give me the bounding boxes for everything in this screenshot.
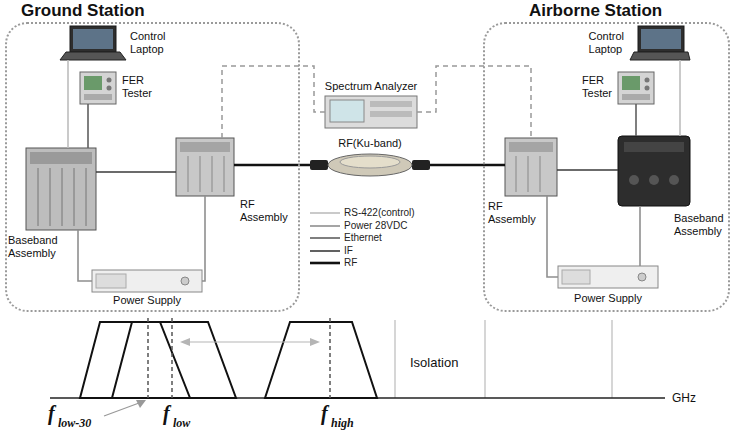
frequency-subscript: low-30 [58,416,91,430]
legend-text: RS-422(control) [344,207,415,219]
cable-line [679,60,681,136]
device-label: Spectrum Analyzer [325,80,417,93]
legend-line-sample [310,245,340,257]
legend-line [310,212,340,214]
rf-monitor-line [222,66,325,138]
baseband-assembly: Baseband Assembly [26,148,96,230]
rf-cable-picture [310,154,430,176]
device-label: FER Tester [122,74,152,99]
legend-line-sample [310,257,340,269]
cable-line [87,104,89,148]
rf-cable: RF(Ku-band) [310,152,430,178]
cable-line [635,104,637,136]
legend-row: Power 28VDC [310,220,450,232]
device-label: Control Laptop [589,30,624,55]
cable-line [547,196,558,277]
device-label: Control Laptop [130,30,165,55]
station-title: Airborne Station [529,1,662,21]
power-supply-picture [558,266,658,288]
legend-line-sample [310,232,340,244]
baseband-picture [618,136,690,206]
rf-assembly: RF Assembly [176,138,234,196]
control-laptop: Control Laptop [630,26,690,60]
frequency-symbol: f [163,402,170,424]
laptop-picture [630,26,690,60]
rf-assembly-picture [176,138,234,196]
cable-line [67,60,69,148]
fer-tester-picture [618,72,654,104]
legend-text: RF [344,257,357,269]
legend-line [310,225,340,227]
fer-tester: FER Tester [618,72,654,104]
device-label: Baseband Assembly [674,212,724,237]
region-label: Isolation [410,355,458,371]
power-supply: Power Supply [92,270,202,292]
legend-text: Power 28VDC [344,220,407,232]
fer-tester-picture [80,72,116,104]
spectrum-plot [50,318,665,416]
cable-line [557,169,618,171]
legend-text: IF [344,245,353,257]
rf-assembly-picture [505,138,557,196]
power-supply: Power Supply [558,266,658,288]
baseband-assembly: Baseband Assembly [618,136,690,206]
spectrum-analyzer-picture [325,96,417,128]
cable-line [96,171,176,173]
control-laptop: Control Laptop [62,26,124,60]
legend-text: Ethernet [344,232,382,244]
cable-line [639,206,641,266]
frequency-symbol: f [48,402,55,424]
laptop-picture [60,26,126,60]
device-label: Power Supply [113,294,181,307]
station-title: Ground Station [21,1,145,21]
legend-line [310,237,340,239]
device-label: RF Assembly [488,200,536,225]
axis-unit: GHz [672,391,696,405]
power-supply-picture [92,270,202,292]
legend-row: RF [310,257,450,269]
station-region: Ground StationControl LaptopFER TesterBa… [5,22,300,312]
device-label: RF(Ku-band) [338,137,402,150]
device-label: FER Tester [582,74,612,99]
cable-line [202,196,205,281]
station-region: Airborne StationControl LaptopFER Tester… [483,22,730,312]
legend-line-sample [310,207,340,219]
device-label: Power Supply [574,292,642,305]
legend-row: Ethernet [310,232,450,244]
device-label: Baseband Assembly [8,234,58,259]
legend-line [310,250,340,252]
cable-line [78,230,92,281]
frequency-subscript: low [173,416,190,430]
spectrum-analyzer: Spectrum Analyzer [325,96,417,128]
frequency-symbol: f [321,402,328,424]
legend-line [310,262,340,265]
frequency-subscript: high [331,416,354,430]
cable-line [430,164,505,167]
rf-monitor-line [417,66,531,138]
rf-assembly: RF Assembly [505,138,557,196]
baseband-picture [26,148,96,230]
legend-row: IF [310,245,450,257]
legend-line-sample [310,220,340,232]
legend-row: RS-422(control) [310,207,450,219]
device-label: RF Assembly [240,198,288,223]
fer-tester: FER Tester [80,72,116,104]
